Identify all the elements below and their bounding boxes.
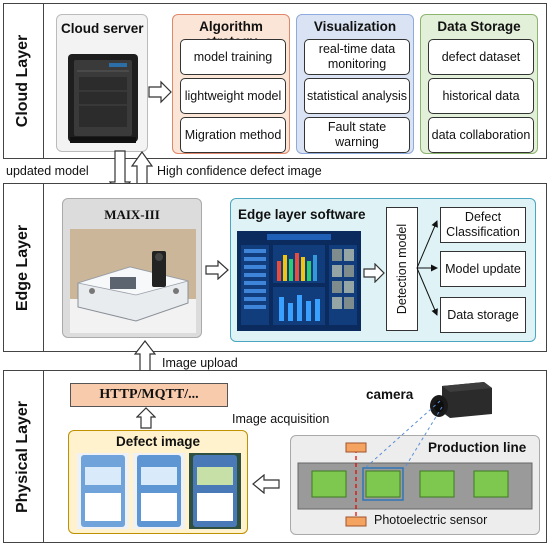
visualization-item: real-time data monitoring [304, 39, 410, 75]
edge-software-panel: Edge layer software [230, 198, 536, 342]
data-storage-box: Data storage [440, 297, 526, 333]
device-to-software-arrow [205, 260, 229, 280]
algorithm-item: model training [180, 39, 286, 75]
image-upload-label: Image upload [162, 356, 238, 370]
updated-model-label: updated model [6, 164, 89, 178]
image-upload-arrow [134, 340, 156, 374]
defect-classification-box: Defect Classification [440, 207, 526, 243]
production-line-diagram [297, 442, 533, 527]
defect-image-panel: Defect image [68, 430, 248, 534]
photoelectric-sensor-label: Photoelectric sensor [374, 513, 488, 527]
visualization-item: Fault state warning [304, 117, 410, 153]
physical-layer-label: Physical Layer [3, 370, 44, 543]
protocol-box: HTTP/MQTT/... [70, 383, 228, 407]
camera-icon [430, 382, 492, 418]
visualization-panel: Visualization real-time data monitoring … [296, 14, 414, 154]
edge-layer-title: Edge Layer [14, 224, 32, 311]
data-storage-title: Data Storage [437, 19, 521, 34]
cloud-layer-label: Cloud Layer [3, 3, 44, 159]
defect-to-protocol-arrow [136, 407, 156, 429]
visualization-item: statistical analysis [304, 78, 410, 114]
model-output-arrows [416, 220, 438, 316]
storage-item: historical data [428, 78, 534, 114]
server-icon [68, 54, 138, 143]
cloud-server-title: Cloud server [61, 21, 144, 36]
production-to-defect-arrow [252, 474, 280, 494]
physical-layer-title: Physical Layer [14, 400, 32, 513]
high-confidence-label: High confidence defect image [157, 164, 322, 178]
server-to-algorithm-arrow [148, 80, 172, 104]
detection-model-box: Detection model [386, 207, 418, 331]
data-storage-panel: Data Storage defect dataset historical d… [420, 14, 538, 154]
production-line-title: Production line [428, 440, 527, 455]
maix-device-title: MAIX-III [104, 207, 160, 222]
maix-device-panel: MAIX-III [62, 198, 202, 338]
camera-label: camera [366, 387, 414, 402]
cloud-server-panel: Cloud server [56, 14, 148, 152]
algorithm-item: Migration method [180, 117, 286, 153]
storage-item: defect dataset [428, 39, 534, 75]
dashboard-screenshot [237, 231, 361, 331]
algorithm-strategy-panel: Algorithm strategy model training lightw… [172, 14, 290, 154]
storage-item: data collaboration [428, 117, 534, 153]
cloud-layer-title: Cloud Layer [14, 34, 31, 128]
edge-software-title: Edge layer software [238, 207, 366, 222]
model-update-box: Model update [440, 251, 526, 287]
image-acquisition-label: Image acquisition [232, 412, 330, 426]
detection-model-label: Detection model [395, 223, 410, 315]
protocol-label: HTTP/MQTT/... [99, 387, 199, 402]
edge-device-icon [70, 229, 196, 333]
defect-package-photos [77, 453, 241, 529]
edge-layer-label: Edge Layer [3, 183, 44, 352]
defect-image-title: Defect image [115, 434, 201, 449]
visualization-title: Visualization [313, 19, 397, 34]
dashboard-to-model-arrow [363, 263, 385, 283]
algorithm-item: lightweight model [180, 78, 286, 114]
camera-view-lines [363, 400, 443, 470]
